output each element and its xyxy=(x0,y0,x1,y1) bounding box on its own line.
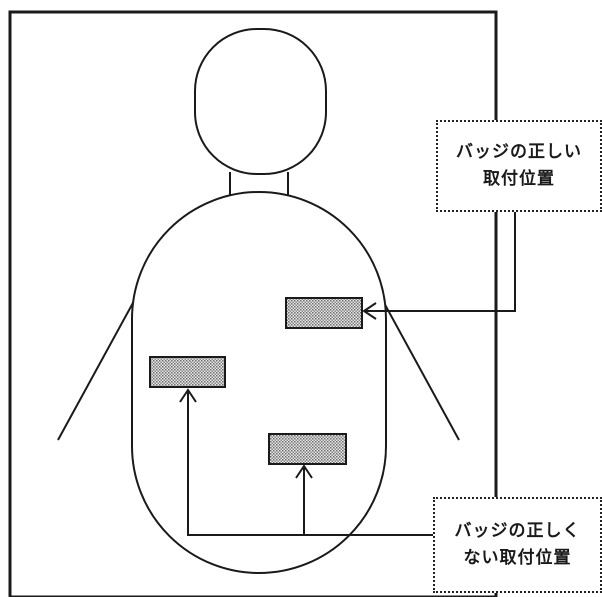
outer-frame xyxy=(8,10,498,597)
arrow-incorrect-lower-head xyxy=(295,464,313,479)
callout-correct-position: バッジの正しい 取付位置 xyxy=(436,120,602,212)
callout-incorrect-line2: ない取付位置 xyxy=(463,548,572,568)
arrow-correct-line xyxy=(364,212,516,312)
callout-incorrect-position: バッジの正しく ない取付位置 xyxy=(433,497,602,593)
figure-torso xyxy=(131,191,387,574)
figure-arm-right xyxy=(376,289,460,441)
callout-correct-line1: バッジの正しい xyxy=(456,142,582,162)
figure-arm-left xyxy=(57,289,141,441)
arrow-incorrect-left-head xyxy=(179,388,197,403)
badge-incorrect-left xyxy=(149,356,226,388)
callout-incorrect-line1: バッジの正しく xyxy=(454,521,581,541)
arrow-incorrect-line xyxy=(187,390,433,536)
callout-correct-line2: 取付位置 xyxy=(483,169,555,189)
arrow-correct-head xyxy=(362,302,377,320)
figure-head xyxy=(194,28,327,175)
badge-correct-position xyxy=(285,297,363,329)
badge-incorrect-lower xyxy=(268,433,347,465)
